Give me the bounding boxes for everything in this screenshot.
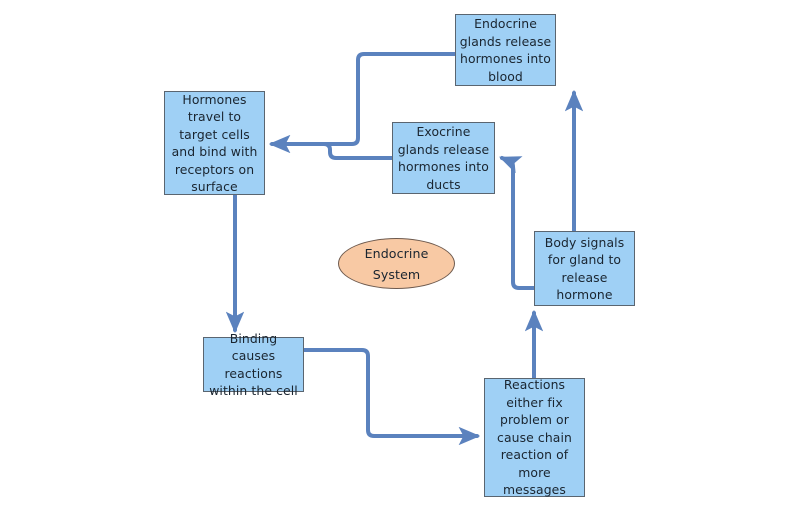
connector-endocrine-glands-to-hormones-travel	[268, 52, 457, 154]
node-reactions-label: Reactions either fix problem or cause ch…	[497, 377, 572, 498]
node-exocrine-glands[interactable]: Exocrine glands release hormones into du…	[392, 122, 495, 194]
connector-binding-causes-to-reactions	[302, 348, 481, 446]
connector-body-signals-to-exocrine-glands	[499, 156, 536, 290]
node-binding-causes[interactable]: Binding causes reactions within the cell	[203, 331, 304, 398]
node-body-signals[interactable]: Body signals for gland to release hormon…	[534, 231, 635, 306]
node-endocrine-system[interactable]: Endocrine System	[338, 238, 455, 289]
node-reactions[interactable]: Reactions either fix problem or cause ch…	[484, 377, 585, 498]
node-endocrine-system-label: Endocrine System	[364, 245, 429, 282]
node-body-signals-label: Body signals for gland to release hormon…	[544, 234, 625, 303]
node-exocrine-glands-label: Exocrine glands release hormones into du…	[397, 124, 490, 192]
node-hormones-travel[interactable]: Hormones travel to target cells and bind…	[164, 91, 265, 195]
node-hormones-travel-label: Hormones travel to target cells and bind…	[171, 91, 258, 195]
node-endocrine-glands[interactable]: Endocrine glands release hormones into b…	[455, 14, 556, 86]
node-endocrine-glands-label: Endocrine glands release hormones into b…	[459, 16, 552, 84]
node-binding-causes-label: Binding causes reactions within the cell	[209, 330, 298, 399]
connector-exocrine-glands-to-hormones-travel	[284, 142, 394, 160]
